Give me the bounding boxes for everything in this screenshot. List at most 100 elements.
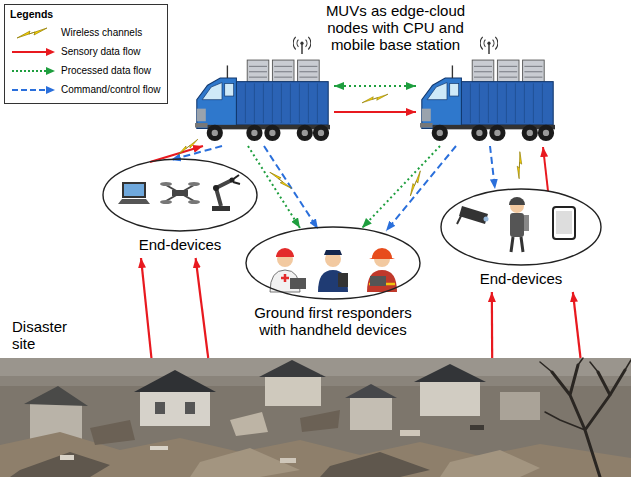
disaster-photo-part [265,374,321,406]
wireless-bolt-part [511,151,528,178]
disaster-photo-part [185,402,195,414]
sensory-flow-arrow [573,292,581,358]
device-icons-part [216,180,232,206]
device-group: End-devices [102,158,258,258]
flow-arrows-part [386,146,456,231]
blue-head-sample [46,86,55,94]
legend-text: Processed data flow [61,65,151,77]
device-icons-part [459,206,488,224]
flow-arrows-part [543,147,548,191]
device-icons-part [213,185,219,191]
disaster-photo-part [230,412,268,436]
sensory-flow-arrow [141,258,151,358]
disaster-photo-part [60,455,74,460]
legend-sample [10,65,56,77]
disaster-photo-part [190,448,300,477]
device-icons-part [318,270,348,292]
blue-line-sample [12,89,47,91]
device-icons-part [510,213,524,237]
disaster-photo-part [134,370,216,392]
group-ellipse-outline [103,159,257,231]
sensory-flow-arrow [491,292,494,358]
device-icons-part [166,185,194,201]
red-head-sample [46,48,55,56]
device-icons-part [524,215,529,231]
flow-arrows [150,86,548,231]
device-icons-part [281,274,289,282]
dead-tree-part [540,358,631,430]
flow-arrows-part [362,146,440,228]
device-icons-part [276,248,294,257]
device-icons-part [172,190,188,196]
device-group: End-devices [440,188,602,292]
flow-arrows-part [171,146,222,160]
dead-tree [540,358,631,477]
group-label: End-devices [102,236,258,253]
flow-arrows-part [490,146,495,189]
device-icons-part [160,200,172,204]
responder-group: Ground first responders with handheld de… [245,226,421,343]
green-head-sample [46,67,55,75]
disaster-photo-part [24,386,88,406]
device-icons-part [553,207,575,239]
device-icons-part [556,211,572,234]
device-icons-part [122,182,146,198]
disaster-photo-part [150,446,168,450]
disaster-photo-part [300,410,340,432]
group-ellipse [102,158,258,232]
disaster-photo-part [420,380,480,416]
wireless-bolt-part [175,139,200,155]
device-icons-part [212,206,230,211]
group-ellipse [245,226,421,300]
legend-text: Command/control flow [61,84,160,96]
figure-title-box: MUVs as edge-cloud nodes with CPU and mo… [318,2,473,53]
device-icons-part [370,276,386,286]
muv-truck [195,60,555,141]
figure-title: MUVs as edge-cloud nodes with CPU and mo… [318,2,473,53]
green-line-sample [12,70,47,72]
device-icons-part [188,182,200,186]
disaster-photo-part [320,452,430,477]
device-icons-part [160,182,172,186]
disaster-photo-part [10,452,110,477]
disaster-photo-part [0,358,631,477]
legend-sample [10,27,56,39]
disaster-photo-part [440,450,540,477]
disaster-photo-part [470,425,484,430]
red-line-sample [12,51,47,53]
disaster-photo-part [350,396,392,430]
wireless-bolt-part [362,94,388,103]
group-ellipse-outline [441,189,601,265]
muv-truck-part [195,60,330,141]
flow-arrows-part [264,146,318,229]
legend-text: Sensory data flow [61,46,141,58]
legend-row: Command/control flow [10,80,160,99]
disaster-photo-part [155,402,165,414]
group-ellipse [440,188,602,266]
legend-text: Wireless channels [61,27,142,39]
wireless-bolt-part [404,171,427,196]
device-icons-part [511,237,523,252]
disaster-photo-part [90,420,135,445]
device-icons-part [325,251,341,267]
legend-heading: Legends [10,8,160,20]
device-icons-part [338,273,348,287]
disaster-photo-part [0,358,631,376]
legend-row: Wireless channels [10,23,160,42]
antenna-icon-part [480,37,498,54]
group-label: End-devices [440,270,602,287]
sensory-flow-arrow [196,258,209,358]
disaster-photo-part [400,430,420,436]
device-icons-part [118,199,150,204]
group-label: Ground first responders with handheld de… [245,304,421,338]
disaster-photo-part [414,364,486,382]
site-label: Disaster site [12,318,76,352]
device-icons-part [484,217,489,222]
disaster-site-band: Disaster site [0,358,631,477]
disaster-photo-part [140,390,210,426]
device-icons-part [324,250,342,255]
device-icons-part [188,200,200,204]
device-icons-part [369,248,395,259]
disaster-photo-part [345,384,397,398]
